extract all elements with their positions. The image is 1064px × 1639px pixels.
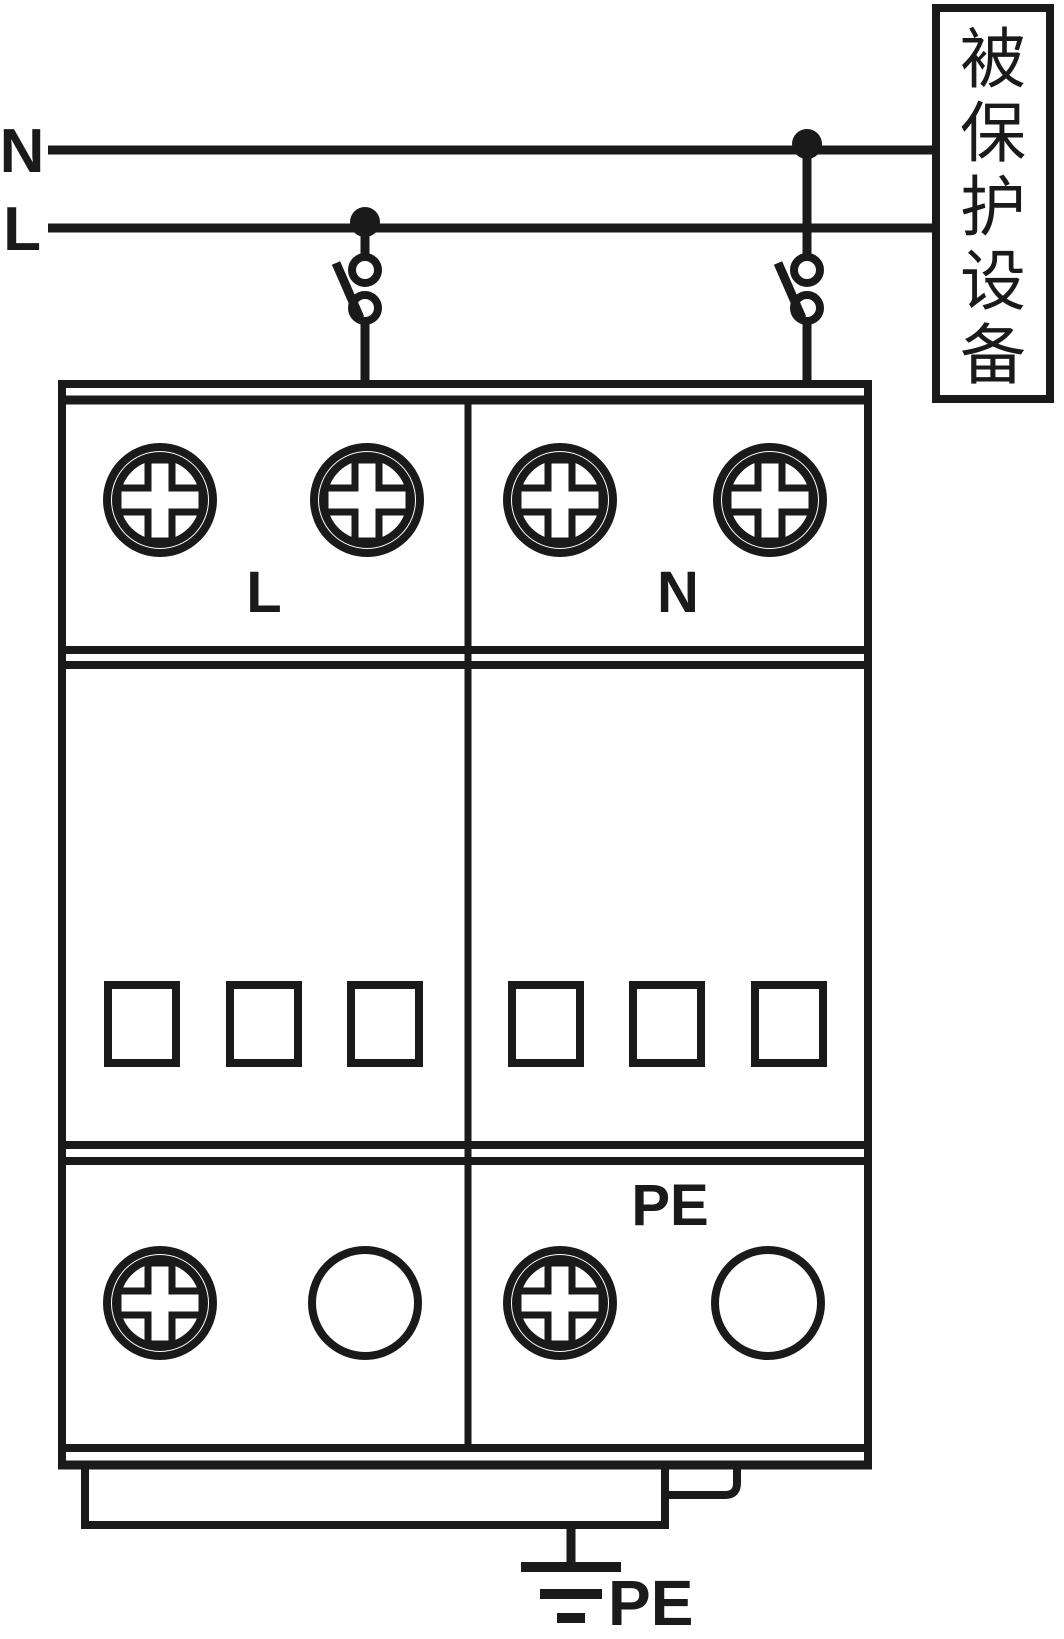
protected-equipment-char-2: 保 xyxy=(960,95,1026,172)
terminal-screw-n-2[interactable] xyxy=(713,443,827,557)
cable-hole-n[interactable] xyxy=(711,1246,825,1360)
protected-equipment-box: 被 保 护 设 备 xyxy=(932,4,1054,403)
junction-dot-n xyxy=(792,129,822,159)
indicator-window xyxy=(347,981,423,1067)
terminal-screw-l-1[interactable] xyxy=(103,443,217,557)
pole-label-n: N xyxy=(657,560,699,625)
phillips-cross-icon xyxy=(114,456,206,545)
phillips-cross-icon xyxy=(114,1259,206,1348)
disconnect-switch-n[interactable] xyxy=(773,129,824,382)
switch-contact-n-top xyxy=(790,253,824,287)
protected-equipment-char-3: 护 xyxy=(960,169,1026,246)
indicator-window xyxy=(226,981,302,1067)
spd-device-body[interactable]: L N PE xyxy=(58,380,872,1470)
switch-blade-l xyxy=(331,261,365,320)
protected-equipment-char-4: 设 xyxy=(960,243,1026,320)
phillips-cross-icon xyxy=(724,456,816,545)
phillips-cross-icon xyxy=(321,456,413,545)
indicator-window xyxy=(508,981,584,1067)
phillips-cross-icon xyxy=(514,1259,606,1348)
indicator-window xyxy=(104,981,180,1067)
earth-ground-symbol xyxy=(521,1525,621,1623)
switch-contact-l-top xyxy=(348,253,382,287)
pole-label-l: L xyxy=(246,560,281,625)
disconnect-switch-l[interactable] xyxy=(331,207,382,382)
terminal-screw-pe-n[interactable] xyxy=(503,1246,617,1360)
indicator-window xyxy=(629,981,705,1067)
device-pe-label: PE xyxy=(631,1173,708,1238)
earth-pe-label: PE xyxy=(608,1567,693,1639)
indicator-window xyxy=(751,981,827,1067)
protected-equipment-char-5: 备 xyxy=(960,317,1026,394)
terminal-screw-l-2[interactable] xyxy=(310,443,424,557)
junction-dot-l xyxy=(350,207,380,237)
supply-line-l-label: L xyxy=(3,195,41,264)
terminal-screw-pe-l[interactable] xyxy=(103,1246,217,1360)
cable-hole-l[interactable] xyxy=(308,1246,422,1360)
phillips-cross-icon xyxy=(514,456,606,545)
supply-line-n-label: N xyxy=(0,117,44,186)
switch-blade-n xyxy=(773,261,807,320)
terminal-screw-n-1[interactable] xyxy=(503,443,617,557)
din-rail-clip[interactable] xyxy=(81,1468,741,1529)
protected-equipment-char-1: 被 xyxy=(960,21,1026,98)
